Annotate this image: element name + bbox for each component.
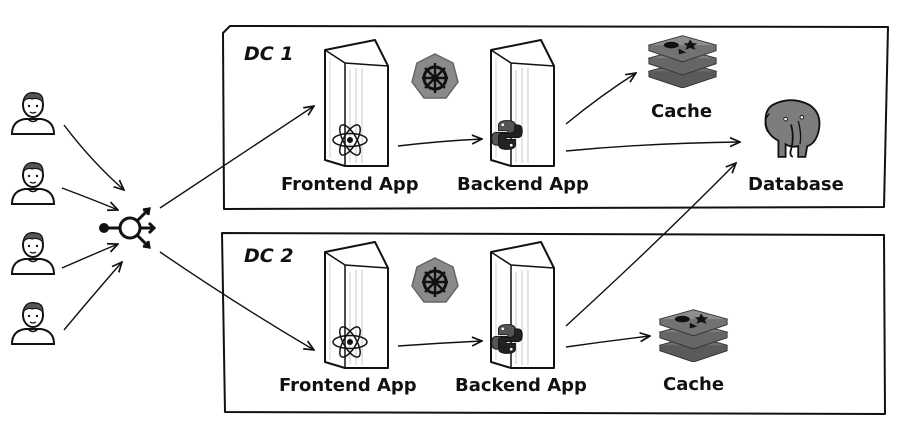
database-label: Database	[748, 174, 844, 195]
user-avatar-icon	[11, 161, 55, 205]
dc2-backend-label: Backend App	[455, 375, 587, 396]
dc2-title: DC 2	[244, 245, 294, 267]
frontend-server-icon	[324, 39, 389, 167]
dc1-boundary	[222, 25, 889, 210]
postgresql-elephant-icon	[764, 99, 821, 158]
load-balancer-icon	[99, 207, 157, 249]
dc2-cache-label: Cache	[663, 374, 724, 395]
dc1-title: DC 1	[244, 43, 294, 65]
user-avatar-icon	[11, 231, 55, 275]
kubernetes-logo-icon	[410, 256, 460, 304]
dc2-frontend-label: Frontend App	[279, 375, 417, 396]
users-group	[11, 91, 55, 345]
redis-cache-icon	[659, 309, 728, 362]
connection-arrows	[61, 73, 740, 350]
frontend-server-icon	[324, 241, 389, 369]
dc1-frontend-label: Frontend App	[281, 174, 419, 195]
user-avatar-icon	[11, 301, 55, 345]
user-avatar-icon	[11, 91, 55, 135]
redis-cache-icon	[648, 35, 717, 88]
dc1-backend-label: Backend App	[457, 174, 589, 195]
kubernetes-logo-icon	[410, 52, 460, 100]
dc1-cache-label: Cache	[651, 101, 712, 122]
